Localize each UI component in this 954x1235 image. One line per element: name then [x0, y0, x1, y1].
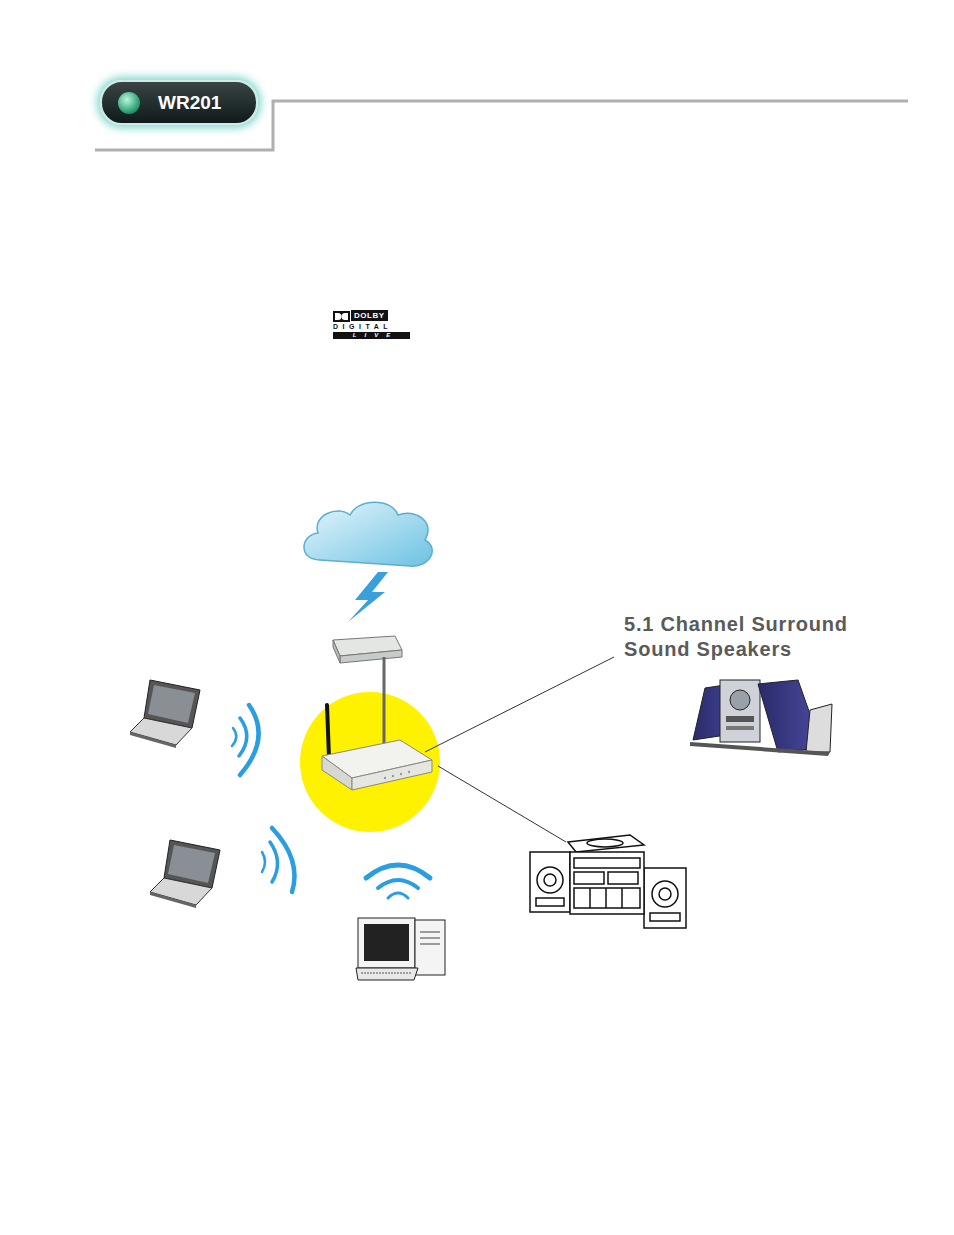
dolby-digital: DIGITAL: [333, 323, 392, 331]
surround-speakers: [690, 680, 832, 756]
antenna: [327, 705, 329, 758]
leader-line: [438, 766, 566, 842]
dolby-wordmark: DOLBY: [351, 310, 388, 321]
lightning-bolt: [348, 572, 388, 622]
device-label: 5.1 Channel Surround Sound Speakers: [624, 612, 874, 662]
model-badge: WR201: [100, 80, 258, 125]
dolby-live: LIVE: [333, 332, 410, 339]
leader-line: [425, 657, 614, 752]
model-name: WR201: [158, 92, 221, 114]
dolby-symbol: [333, 311, 350, 322]
router: [322, 740, 432, 790]
highlight-circle: [300, 692, 440, 832]
status-dot: [118, 92, 140, 114]
wireless-waves: [232, 705, 430, 898]
laptop: [130, 680, 200, 748]
laptop: [150, 840, 220, 908]
internet-cloud: [304, 502, 432, 566]
stereo-system: [530, 835, 686, 928]
desktop-computer: [356, 918, 445, 980]
modem: [333, 636, 402, 663]
antenna: [383, 657, 386, 748]
